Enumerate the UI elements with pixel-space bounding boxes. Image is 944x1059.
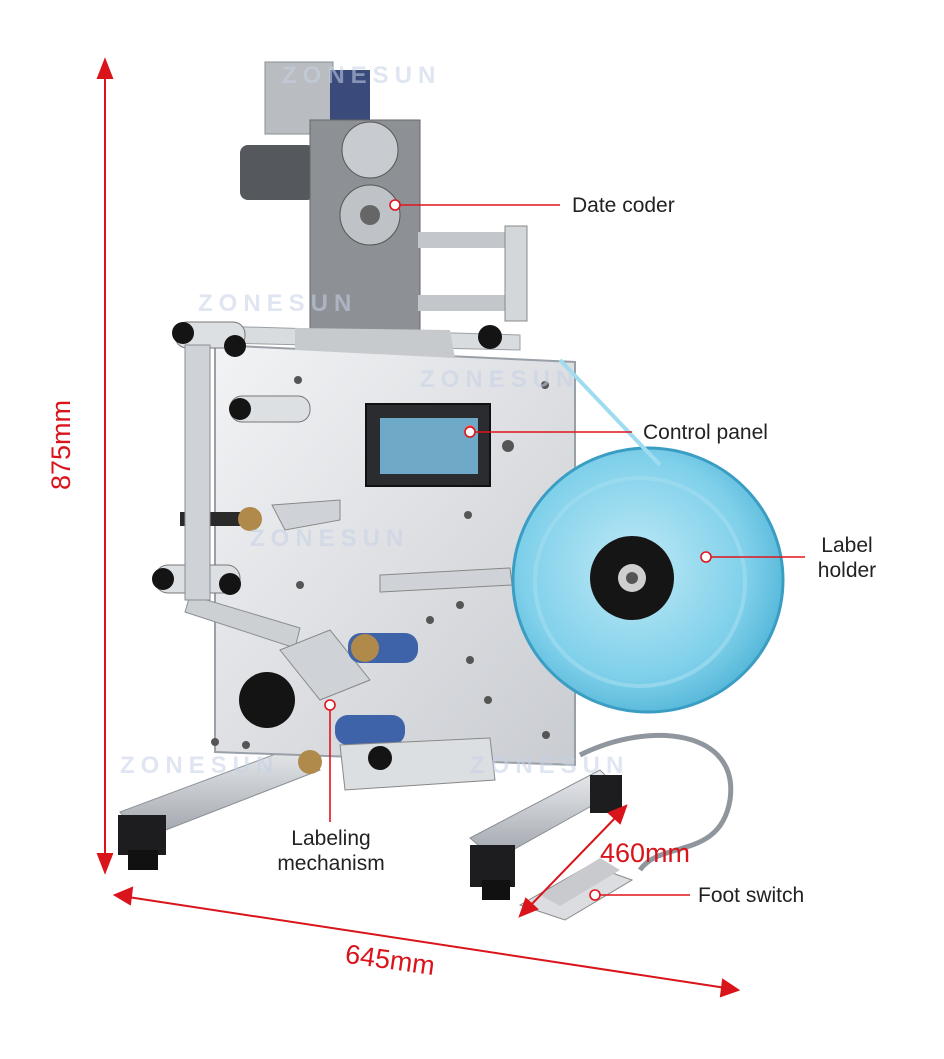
watermark-text: ZONESUN	[420, 366, 580, 393]
labeling-mechanism	[239, 499, 513, 791]
callout-labeling-mechanism: Labeling mechanism	[270, 826, 392, 876]
callout-date-coder: Date coder	[572, 194, 675, 217]
date-coder-unit	[240, 61, 528, 358]
base-left-rail	[118, 744, 321, 870]
callout-label-holder-line1: Label	[821, 534, 873, 557]
callout-labeling-mechanism-line1: Labeling	[291, 827, 371, 850]
callout-labeling-mechanism-line2: mechanism	[277, 852, 385, 876]
watermark-text: ZONESUN	[198, 290, 358, 317]
plate-holes	[211, 376, 550, 749]
dimension-height: 875mm	[46, 399, 76, 490]
callout-lines	[329, 204, 805, 896]
callout-label-holder: Label holder	[808, 533, 886, 583]
watermark-text: ZONESUN	[250, 525, 410, 552]
watermark-text: ZONESUN	[120, 752, 280, 779]
watermark-text: ZONESUN	[282, 62, 442, 89]
dimension-depth: 460mm	[600, 838, 691, 868]
dimension-arrows	[96, 57, 741, 998]
callout-dots	[324, 199, 712, 901]
watermark-text: ZONESUN	[470, 752, 630, 779]
foot-switch	[518, 732, 734, 921]
label-holder-reel	[511, 358, 785, 714]
callout-foot-switch: Foot switch	[698, 884, 805, 907]
callout-control-panel: Control panel	[643, 421, 768, 444]
callout-label-holder-line2: holder	[817, 559, 877, 583]
control-panel-screen	[365, 403, 491, 487]
base-right-rail	[469, 769, 622, 900]
